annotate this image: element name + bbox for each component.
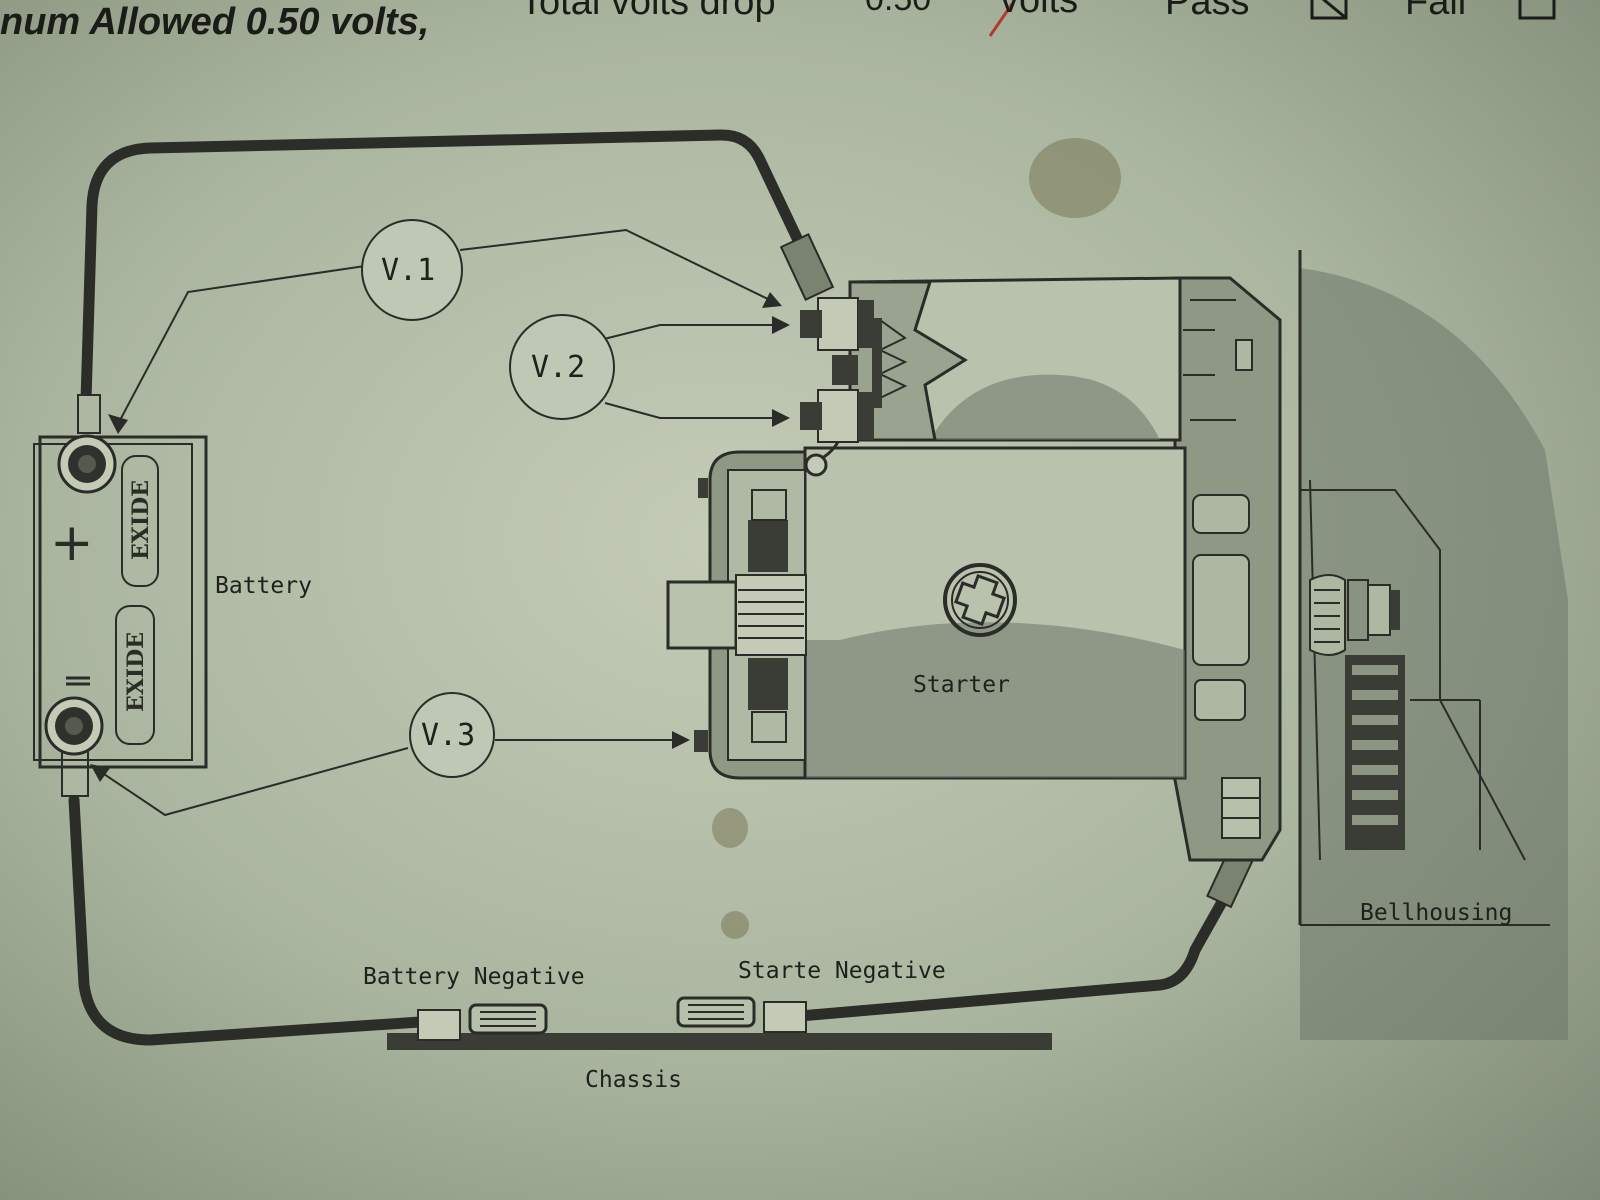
- battery-positive-post: [57, 434, 117, 494]
- solenoid-spring: [872, 318, 908, 408]
- paper-stain: [1029, 138, 1121, 218]
- max-allowed-text: num Allowed 0.50 volts,: [0, 1, 429, 43]
- bearing-boss: [666, 580, 738, 650]
- battery-negative-terminal: [417, 1003, 548, 1041]
- pass-checkbox[interactable]: [1310, 0, 1348, 20]
- flywheel-teeth: [1345, 655, 1405, 850]
- battery-label: Battery: [215, 573, 312, 599]
- paper-stain: [712, 808, 748, 848]
- starter-screw-icon: [943, 563, 1017, 637]
- solenoid-lower-terminal: [800, 389, 874, 443]
- battery-negative-post: [44, 696, 104, 756]
- battery: EXIDE EXIDE +: [33, 434, 208, 769]
- red-tick-mark: [988, 3, 1014, 37]
- starter-negative-cable: [794, 864, 1246, 1022]
- battery-negative-label: Battery Negative: [363, 964, 585, 990]
- end-cap-terminal: [694, 730, 708, 752]
- v3-lead-to-battery: [97, 747, 409, 817]
- fail-checkbox[interactable]: [1518, 0, 1556, 20]
- exide-logo-bottom: EXIDE: [123, 632, 149, 712]
- starter-negative-label: Starte Negative: [738, 958, 946, 984]
- positive-symbol: +: [50, 513, 94, 573]
- brush-bottom: [748, 658, 788, 710]
- paper-stain: [721, 911, 749, 939]
- flange-bolt: [1221, 777, 1261, 839]
- battery-cell-cap-bottom: [115, 605, 155, 745]
- battery-cell-cap-top: [121, 455, 159, 587]
- drop-value: 0.50: [865, 0, 931, 18]
- header-line: num Allowed 0.50 volts, Total volts drop…: [0, 0, 1556, 43]
- voltmeter-v3: V.3: [90, 692, 690, 817]
- starter-label: Starter: [913, 672, 1010, 698]
- positive-cable: [80, 129, 811, 406]
- v2-lead-upper: [599, 324, 778, 341]
- negative-symbol: [66, 676, 90, 686]
- chassis-bar: [387, 1033, 1052, 1050]
- solenoid: [800, 276, 1253, 477]
- v2-lead-lower: [604, 402, 778, 419]
- brush-top: [748, 520, 788, 572]
- positive-clamp-neck: [77, 394, 101, 434]
- exide-logo-top: EXIDE: [128, 480, 154, 560]
- field-link-eyelet: [804, 453, 828, 477]
- starter-motor: [803, 446, 1187, 780]
- bellhousing: [1298, 250, 1568, 1040]
- positive-cable-lug: [779, 233, 835, 301]
- v1-lead-to-solenoid: [459, 228, 771, 301]
- total-drop-text: Total volts drop: [520, 0, 776, 23]
- commutator-end-cap: [666, 450, 807, 780]
- starter-flange: [1173, 276, 1282, 862]
- solenoid-upper-terminal: [800, 297, 874, 351]
- pass-label: Pass: [1165, 0, 1249, 23]
- v1-label: V.1: [381, 253, 435, 288]
- v2-label: V.2: [531, 350, 585, 385]
- chassis-label: Chassis: [585, 1067, 682, 1093]
- v3-label: V.3: [421, 718, 475, 753]
- drop-unit: volts: [1000, 0, 1078, 21]
- bellhousing-label: Bellhousing: [1360, 900, 1512, 926]
- starter-negative-terminal: [676, 996, 807, 1033]
- v1-lead-to-battery: [117, 265, 366, 425]
- pinion-gear: [1309, 574, 1346, 656]
- fail-label: Fail: [1405, 0, 1466, 23]
- battery-negative-cable: [68, 794, 426, 1046]
- voltmeter-v2: V.2: [509, 314, 790, 427]
- voltmeter-v1: V.1: [108, 219, 782, 434]
